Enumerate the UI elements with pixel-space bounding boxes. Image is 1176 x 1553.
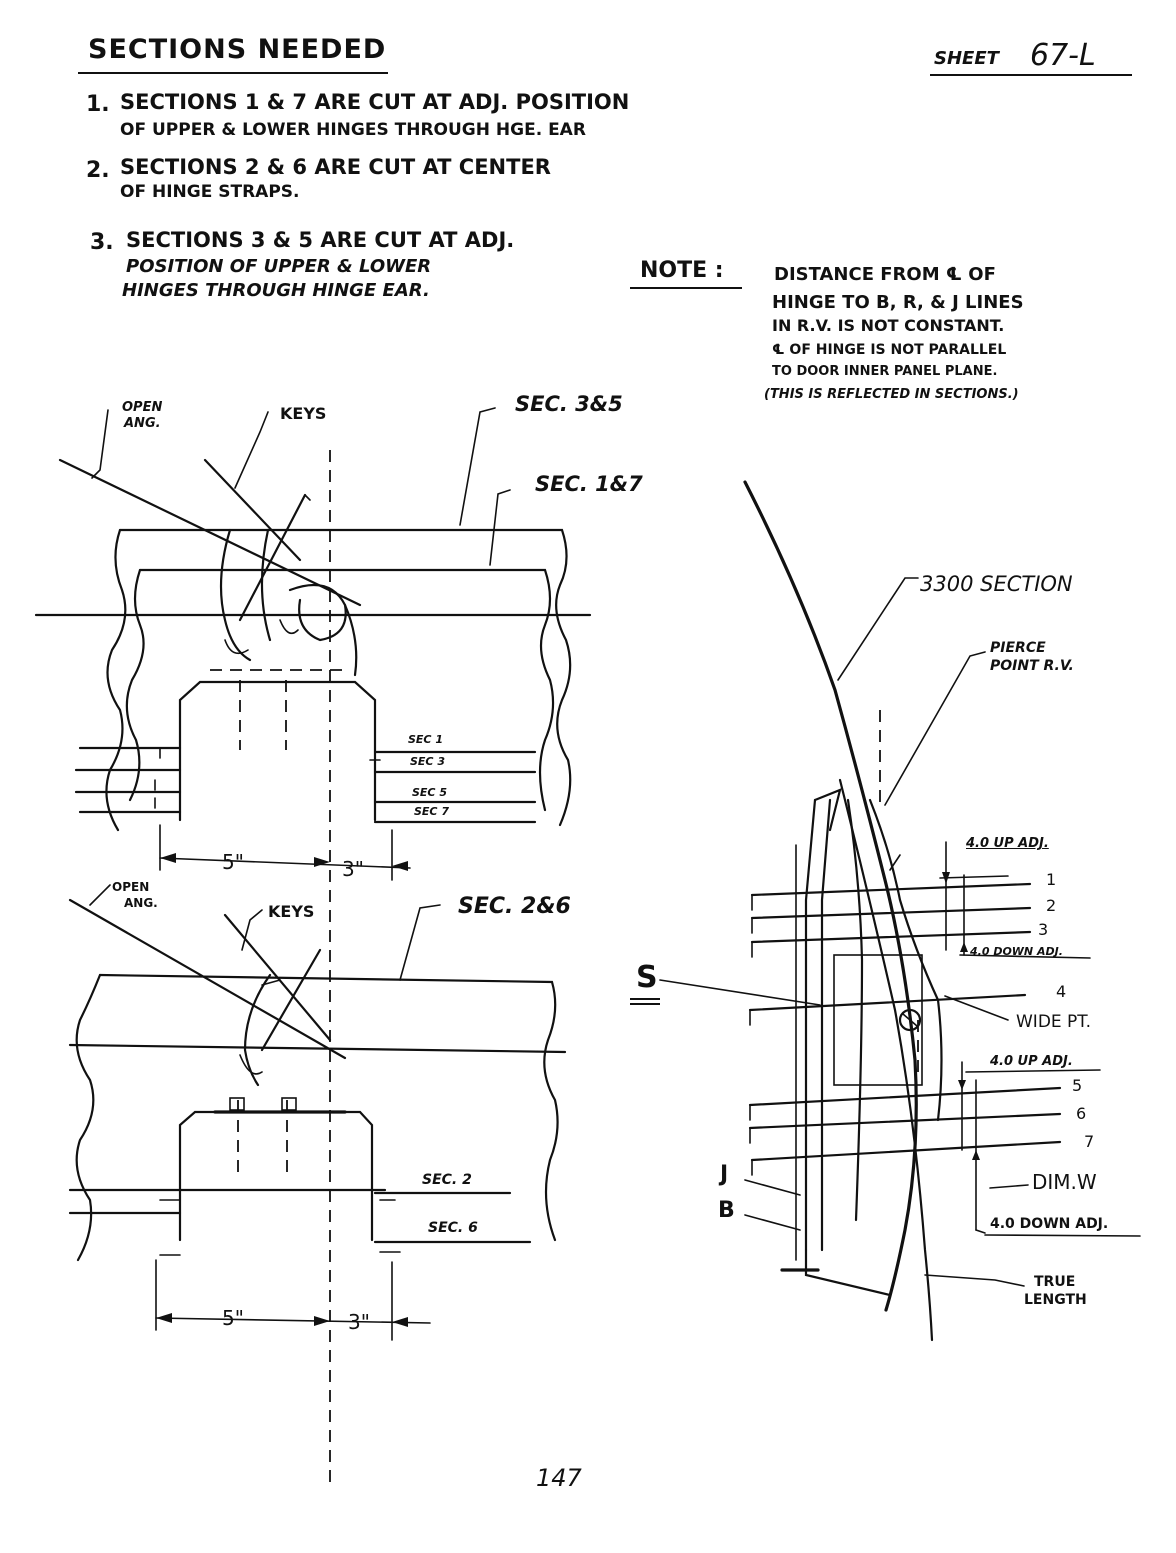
section-3300-label: 3300 SECTION [920,572,1073,596]
wide-pt-label: WIDE PT. [1016,1012,1092,1032]
pierce-point-label-1: PIERCE [990,640,1046,656]
section-number-3: 3 [1038,920,1049,939]
note-3-line1: SECTIONS 3 & 5 ARE CUT AT ADJ. [126,228,515,252]
lower-section-view [68,884,567,1341]
upper-keys-label: KEYS [280,404,327,423]
note-line-3: IN R.V. IS NOT CONSTANT. [772,316,1005,335]
upper-sec-label-3: SEC 3 [410,755,445,768]
note-2-number: 2. [86,158,110,183]
upper-sec17-label: SEC. 1&7 [535,472,643,496]
lower-open-ang-label-2: ANG. [124,896,158,910]
lower-dim-left: 5" [222,1306,244,1330]
up-adj-label-2: 4.0 UP ADJ. [990,1054,1073,1069]
sheet-underline [930,74,1132,76]
s-label-underline-2 [630,1003,660,1005]
page-title-underline [78,72,388,74]
note-line-5: TO DOOR INNER PANEL PLANE. [772,364,998,379]
note-2-line1: SECTIONS 2 & 6 ARE CUT AT CENTER [120,155,551,179]
note-3-line3: HINGES THROUGH HINGE EAR. [122,280,430,301]
lower-sec-label-6: SEC. 6 [428,1220,478,1236]
section-number-2: 2 [1046,896,1057,915]
section-number-7: 7 [1084,1132,1095,1151]
upper-section-view [34,407,592,1490]
s-label-underline [630,998,660,1000]
lower-open-ang-label-1: OPEN [112,880,150,894]
note-3-number: 3. [90,230,114,255]
s-label: S [636,960,658,995]
lower-sec26-label: SEC. 2&6 [458,894,571,919]
true-length-label-2: LENGTH [1024,1292,1087,1308]
j-label: J [720,1162,729,1187]
upper-open-ang-label-2: ANG. [124,416,161,431]
upper-dim-left: 5" [222,850,244,874]
upper-open-ang-label-1: OPEN [122,400,163,415]
upper-sec-label-5: SEC 5 [412,786,447,799]
note-heading: NOTE : [640,258,724,283]
sheet-label: SHEET [934,48,999,69]
note-1-number: 1. [86,92,110,117]
pierce-point-label-2: POINT R.V. [990,658,1074,674]
true-length-label-1: TRUE [1034,1274,1076,1290]
right-rv-view [659,480,1141,1342]
note-line-2: HINGE TO B, R, & J LINES [772,292,1024,313]
section-number-1: 1 [1046,870,1057,889]
page-number: 147 [536,1464,582,1492]
sheet-number: 67-L [1030,38,1096,73]
lower-dim-right: 3" [348,1310,370,1334]
upper-sec35-label: SEC. 3&5 [515,392,623,416]
note-1-line1: SECTIONS 1 & 7 ARE CUT AT ADJ. POSITION [120,90,630,114]
up-adj-label-1: 4.0 UP ADJ. [966,836,1049,851]
lower-sec-label-2: SEC. 2 [422,1172,472,1188]
down-adj-label-2: 4.0 DOWN ADJ. [990,1216,1109,1232]
note-1-line2: OF UPPER & LOWER HINGES THROUGH HGE. EAR [120,120,586,140]
note-3-line2: POSITION OF UPPER & LOWER [126,256,432,277]
note-line-4: ℄ OF HINGE IS NOT PARALLEL [772,342,1007,358]
note-line-1: DISTANCE FROM ℄ OF [774,264,996,285]
page-title: SECTIONS NEEDED [88,34,387,65]
down-adj-label-1: 4.0 DOWN ADJ. [970,945,1063,958]
b-label: B [718,1198,735,1223]
dim-w-label: DIM.W [1032,1170,1097,1194]
lower-keys-label: KEYS [268,902,315,921]
section-number-6: 6 [1076,1104,1087,1123]
upper-dim-right: 3" [342,857,364,881]
upper-sec-label-1: SEC 1 [408,733,443,746]
section-number-5: 5 [1072,1076,1083,1095]
note-heading-underline [630,287,742,289]
note-2-line2: OF HINGE STRAPS. [120,182,300,202]
section-number-4: 4 [1056,982,1067,1001]
upper-sec-label-7: SEC 7 [414,805,449,818]
note-line-6: (THIS IS REFLECTED IN SECTIONS.) [764,387,1019,402]
